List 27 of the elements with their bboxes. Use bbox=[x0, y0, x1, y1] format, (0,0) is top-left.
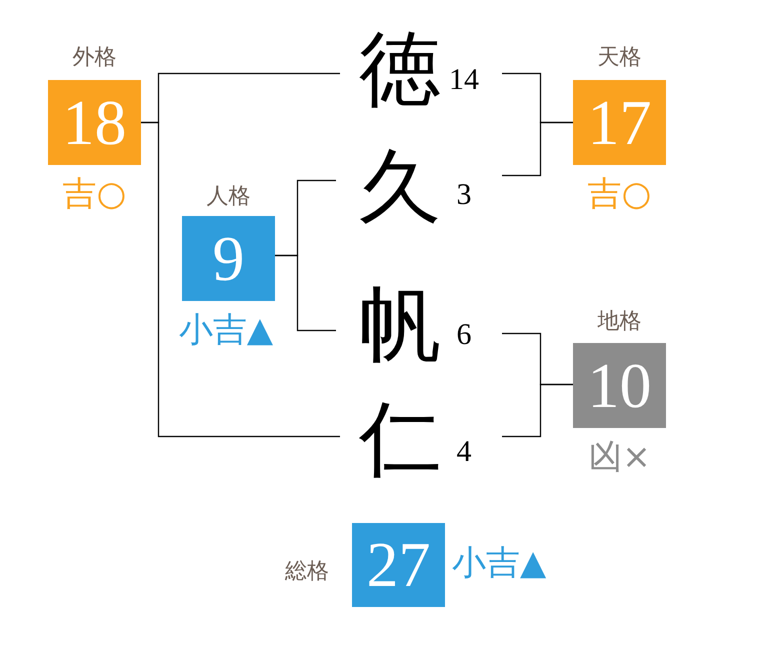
heading-label: 外格 bbox=[72, 47, 118, 69]
number-box: 17 bbox=[573, 80, 666, 165]
stroke-count: 14 bbox=[449, 65, 479, 95]
fortune-label: 吉○ bbox=[588, 177, 652, 211]
bracket-line bbox=[141, 122, 340, 438]
kanji-character: 徳 bbox=[359, 29, 441, 111]
bracket-line bbox=[275, 254, 336, 332]
number-box: 27 bbox=[352, 523, 445, 607]
stroke-count: 6 bbox=[456, 320, 472, 350]
heading-label: 総格 bbox=[285, 561, 329, 583]
bracket-line bbox=[502, 122, 573, 176]
stroke-count: 4 bbox=[456, 437, 472, 467]
fortune-label: 小吉▲ bbox=[178, 313, 274, 347]
fortune-label: 吉○ bbox=[62, 177, 126, 211]
number-box: 10 bbox=[573, 343, 666, 428]
kanji-character: 仁 bbox=[359, 399, 441, 481]
fortune-label: 凶× bbox=[588, 440, 651, 474]
kanji-character: 帆 bbox=[359, 284, 441, 366]
bracket-line bbox=[502, 384, 573, 438]
kanji-character: 久 bbox=[359, 147, 441, 229]
number-box: 18 bbox=[48, 80, 141, 165]
heading-label: 天格 bbox=[596, 47, 642, 69]
fortune-label: 小吉▲ bbox=[452, 546, 546, 580]
number-box: 9 bbox=[182, 216, 275, 301]
stroke-count: 3 bbox=[456, 180, 472, 210]
heading-label: 人格 bbox=[206, 186, 252, 208]
heading-label: 地格 bbox=[596, 311, 642, 333]
